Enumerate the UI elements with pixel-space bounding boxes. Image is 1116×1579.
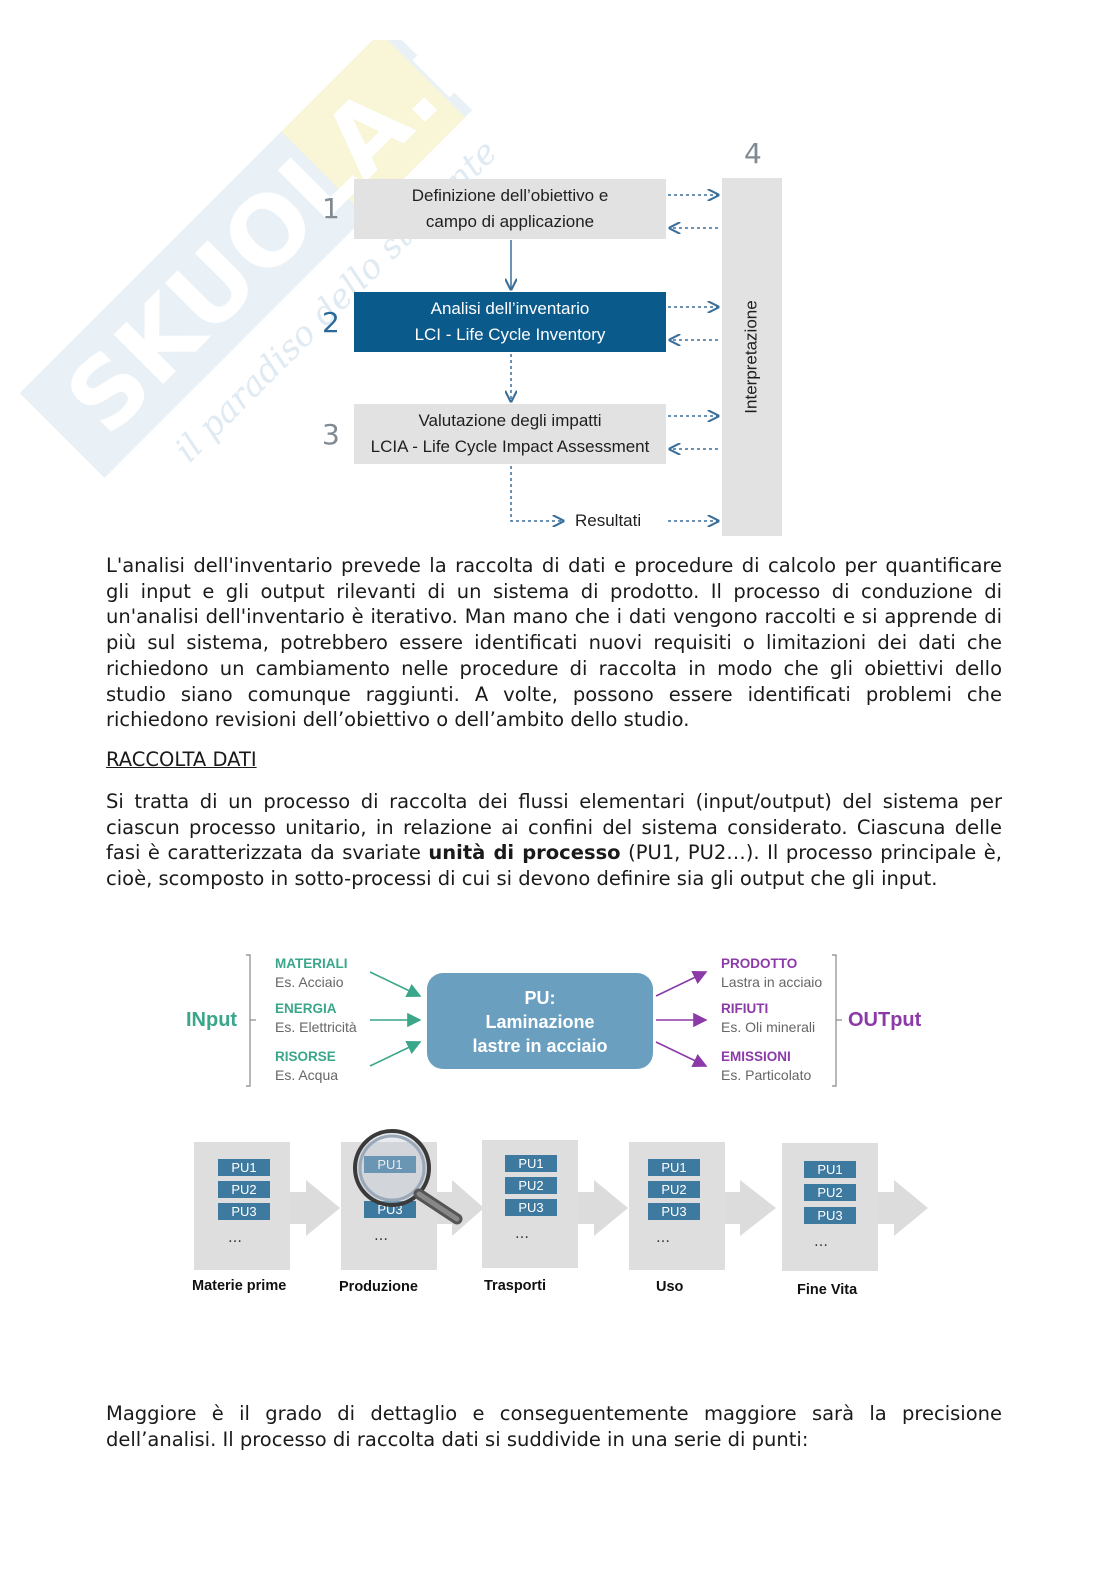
stage2-ellipsis: … xyxy=(374,1228,388,1244)
phase-1-line1: Definizione dell’obiettivo e xyxy=(411,186,609,205)
paragraph2-text-a: Si tratta di un processo di raccolta dei… xyxy=(106,790,1002,865)
stage5-pu2: PU2 xyxy=(804,1184,856,1201)
output-product-example: Lastra in acciaio xyxy=(721,974,823,990)
output-product-title: PRODOTTO xyxy=(721,956,798,971)
output-waste-title: RIFIUTI xyxy=(721,1001,769,1016)
interpretation-label-wrap: Interpretazione xyxy=(722,178,782,536)
stage3-ellipsis: … xyxy=(515,1226,529,1242)
phase-box-inventory: Analisi dell’inventario LCI - Life Cycle… xyxy=(354,292,666,352)
paragraph-data-collection: Si tratta di un processo di raccolta dei… xyxy=(106,789,1002,892)
input-label: INput xyxy=(186,1009,238,1031)
input-resources-title: RISORSE xyxy=(275,1049,336,1064)
phase-3-line1: Valutazione degli impatti xyxy=(418,411,602,430)
pu-center-line3: lastre in acciaio xyxy=(472,1036,608,1056)
phase-2-line2: LCI - Life Cycle Inventory xyxy=(414,325,606,344)
interpretation-bar xyxy=(722,178,782,536)
paragraph-inventory: L'analisi dell'inventario prevede la rac… xyxy=(106,554,1002,732)
output-label: OUTput xyxy=(848,1009,922,1031)
stage-label-end-of-life: Fine Vita xyxy=(797,1282,858,1298)
stage1-pu3: PU3 xyxy=(218,1203,270,1220)
stage5-pu1: PU1 xyxy=(804,1161,856,1178)
pu-center-line2: Laminazione xyxy=(485,1012,595,1032)
stage-label-transport: Trasporti xyxy=(484,1278,547,1294)
phase-3-line2: LCIA - Life Cycle Impact Assessment xyxy=(370,437,650,456)
input-energy-example: Es. Elettricità xyxy=(275,1019,357,1035)
stage1-pu1: PU1 xyxy=(218,1159,270,1176)
output-emissions-title: EMISSIONI xyxy=(721,1049,791,1064)
phase-number-1: 1 xyxy=(322,192,340,225)
stage3-pu1: PU1 xyxy=(505,1155,557,1172)
stage-arrows xyxy=(290,1180,928,1236)
stage4-pu2: PU2 xyxy=(648,1181,700,1198)
phase-2-line1: Analisi dell’inventario xyxy=(430,299,590,318)
phase-box-goal-scope: Definizione dell’obiettivo e campo di ap… xyxy=(354,179,666,239)
paragraph2-text-b: (PU1, PU2…). Il processo principale è, c… xyxy=(106,841,1003,891)
lca-arrows xyxy=(0,0,1116,560)
phase-number-3: 3 xyxy=(322,418,340,451)
pu-center-line1: PU: xyxy=(524,988,556,1008)
arrow-3-results xyxy=(510,466,563,521)
interpretation-label: Interpretazione xyxy=(742,300,761,414)
input-materials-example: Es. Acciaio xyxy=(275,974,344,990)
output-bracket xyxy=(832,954,837,1087)
input-energy-title: ENERGIA xyxy=(275,1001,337,1016)
stage3-pu3: PU3 xyxy=(505,1199,557,1216)
stage1-ellipsis: … xyxy=(228,1230,242,1246)
stage-arrow-1 xyxy=(290,1180,340,1236)
stage-label-production: Produzione xyxy=(339,1279,418,1295)
stage-label-use: Uso xyxy=(656,1279,684,1295)
phase-number-2: 2 xyxy=(322,306,340,339)
input-materials-title: MATERIALI xyxy=(275,956,348,971)
stage4-pu1: PU1 xyxy=(648,1159,700,1176)
output-waste-example: Es. Oli minerali xyxy=(721,1019,816,1035)
magnifier-icon xyxy=(353,1129,463,1225)
phase-1-line2: campo di applicazione xyxy=(425,212,595,231)
stage5-ellipsis: … xyxy=(814,1234,828,1250)
input-resources-example: Es. Acqua xyxy=(275,1067,339,1083)
paragraph2-bold: unità di processo xyxy=(428,841,621,865)
pu-io-lines xyxy=(246,954,842,1087)
stage1-pu2: PU2 xyxy=(218,1181,270,1198)
stage-arrow-2 xyxy=(437,1180,484,1236)
paragraph-detail: Maggiore è il grado di dettaglio e conse… xyxy=(106,1402,1002,1451)
stage-arrow-5 xyxy=(878,1180,928,1236)
section-heading: RACCOLTA DATI xyxy=(106,748,257,771)
pu-center-box: PU: Laminazione lastre in acciaio xyxy=(427,973,653,1069)
stage4-pu3: PU3 xyxy=(648,1203,700,1220)
stage-label-raw-materials: Materie prime xyxy=(192,1278,287,1294)
stage4-ellipsis: … xyxy=(656,1230,670,1246)
phase-number-4: 4 xyxy=(744,137,762,170)
stage5-pu3: PU3 xyxy=(804,1207,856,1224)
input-bracket xyxy=(246,954,251,1087)
phase-box-impact: Valutazione degli impatti LCIA - Life Cy… xyxy=(354,404,666,464)
stage-arrow-4 xyxy=(724,1180,776,1236)
stage-arrow-3 xyxy=(578,1180,628,1236)
stage3-pu2: PU2 xyxy=(505,1177,557,1194)
results-label: Resultati xyxy=(575,511,642,530)
output-emissions-example: Es. Particolato xyxy=(721,1067,812,1083)
stage2-pu1: PU1 xyxy=(364,1156,416,1173)
